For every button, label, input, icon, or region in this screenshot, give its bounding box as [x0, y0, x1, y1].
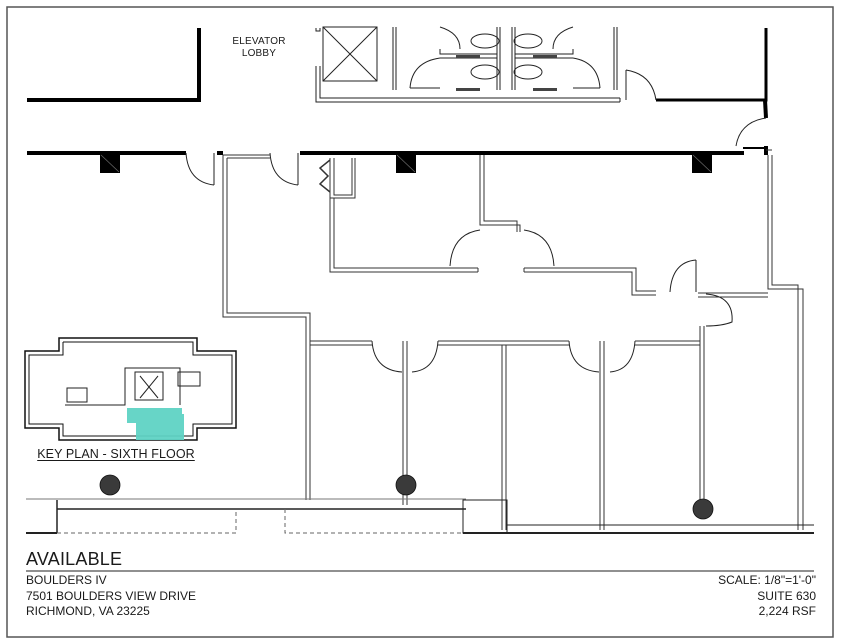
- heavy-walls: [27, 28, 768, 155]
- city-state-zip: RICHMOND, VA 23225: [26, 604, 150, 618]
- suite-highlight: [127, 408, 184, 440]
- availability-status: AVAILABLE: [26, 549, 123, 569]
- building-name: BOULDERS IV: [26, 573, 107, 587]
- round-columns: [99, 474, 714, 520]
- exterior-window-wall: [26, 498, 814, 534]
- elevator-lobby-line-2: LOBBY: [241, 48, 277, 59]
- sheet-border: [6, 6, 834, 638]
- suite-number: SUITE 630: [757, 588, 816, 603]
- interior-partitions: [222, 149, 804, 530]
- core-restrooms: [315, 26, 621, 103]
- street-address: 7501 BOULDERS VIEW DRIVE: [26, 588, 197, 603]
- elevator-lobby-line-1: ELEVATOR: [232, 36, 286, 47]
- key-plan-core: [65, 367, 201, 406]
- key-plan-title: KEY PLAN - SIXTH FLOOR: [37, 447, 195, 461]
- suite-info-block: SCALE: 1/8"=1'-0" SUITE 630 2,224 RSF: [718, 573, 816, 620]
- elevator-lobby-label: ELEVATOR LOBBY: [222, 36, 296, 60]
- door-swings: [185, 69, 767, 373]
- key-plan-diagram: [24, 337, 237, 441]
- rentable-area: 2,224 RSF: [758, 604, 816, 618]
- address-block: BOULDERS IV 7501 BOULDERS VIEW DRIVE RIC…: [26, 573, 196, 620]
- drawing-scale: SCALE: 1/8"=1'-0": [718, 573, 816, 587]
